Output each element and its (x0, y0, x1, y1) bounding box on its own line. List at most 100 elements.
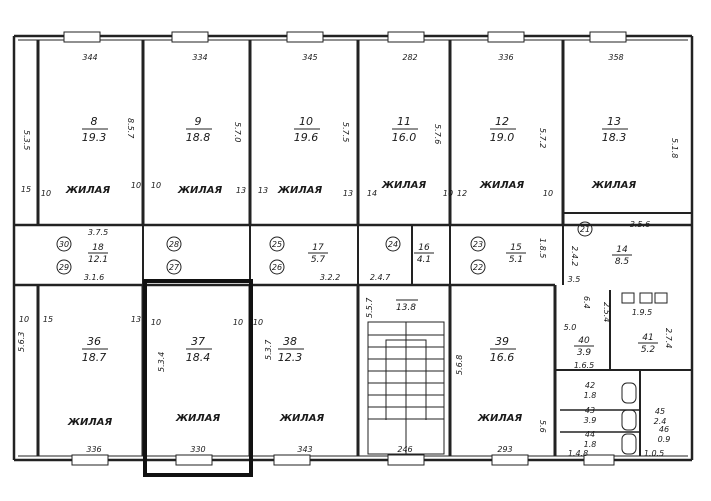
misc-dim-1: 6.4 (582, 296, 591, 309)
wall-mark: 10 (19, 315, 29, 324)
room-11-area: 16.0 (392, 131, 417, 144)
room-10-area: 19.6 (294, 131, 319, 144)
room-12-side: 5.7.2 (538, 128, 547, 148)
room-36-word: ЖИЛАЯ (67, 417, 113, 428)
room-45-num: 45 (655, 407, 665, 416)
room-37-num: 37 (191, 335, 205, 348)
room-44-num: 44 (585, 430, 595, 439)
circle-28: 28 (169, 240, 179, 249)
room-13-area: 18.3 (602, 131, 627, 144)
highlighted-room[interactable] (143, 279, 253, 477)
circle-26: 26 (272, 263, 282, 272)
room-41-side: 2.7.4 (664, 328, 673, 348)
room-11-word: ЖИЛАЯ (381, 180, 427, 191)
room-18-bottom: 3.1.6 (84, 273, 104, 282)
outer-walls (12, 34, 694, 462)
room-11-dim: 282 (402, 53, 417, 62)
wall-mark: 15 (43, 315, 53, 324)
stair-side: 5.5.7 (365, 297, 374, 318)
room-12-word: ЖИЛАЯ (479, 180, 525, 191)
room-37-dim: 330 (190, 445, 205, 454)
room-17-area: 5.7 (311, 255, 326, 265)
room-18-top: 3.7.5 (88, 228, 108, 237)
room-11-num: 11 (397, 115, 411, 128)
room-15-num: 15 (510, 243, 522, 253)
wall-mark: 14 (367, 189, 377, 198)
room-38-dim: 343 (297, 445, 312, 454)
room-36-dim: 336 (86, 445, 101, 454)
room-38-side: 5.3.7 (264, 339, 273, 360)
room-18-num: 18 (92, 243, 104, 253)
room-43-num: 43 (585, 406, 595, 415)
room-13-num: 13 (607, 115, 621, 128)
misc-dim-5: 1.0.5 (644, 449, 664, 458)
wall-mark: 13 (131, 315, 141, 324)
wall-mark: 10 (443, 189, 453, 198)
circle-27: 27 (169, 263, 180, 272)
circle-24: 24 (388, 240, 398, 249)
room-8-area: 19.3 (82, 131, 107, 144)
stair-dim: 246 (397, 445, 412, 454)
room-12-dim: 336 (498, 53, 513, 62)
room-41-area: 5.2 (641, 345, 656, 355)
circle-22: 22 (473, 263, 483, 272)
room-14-top: 3.5.6 (630, 220, 650, 229)
interior-walls (14, 40, 692, 456)
room-40-dim: 2.5.4 (602, 302, 611, 322)
room-12-num: 12 (495, 115, 509, 128)
room-14-side: 2.4.2 (570, 246, 579, 266)
room-18-area: 12.1 (88, 255, 108, 265)
room-8-side: 8.5.7 (126, 118, 135, 139)
small-rooms: 40 3.9 1.6.5 2.5.4 1.9.5 41 5.2 2.7.4 42… (574, 302, 673, 449)
room-10-side: 5.7.5 (341, 122, 350, 142)
wall-mark: 12 (457, 189, 467, 198)
bottom-rooms: 36 18.7 ЖИЛАЯ 336 5.6.3 37 18.4 ЖИЛАЯ 33… (17, 297, 522, 454)
wall-mark: 10 (151, 181, 161, 190)
room-41-top: 1.9.5 (632, 308, 652, 317)
wall-mark: 13 (343, 189, 353, 198)
room-15-side: 1.8.5 (538, 238, 547, 258)
room-11-side: 5.7.6 (433, 124, 442, 144)
room-16-bottom: 2.4.7 (370, 273, 391, 282)
room-37-area: 18.4 (186, 351, 211, 364)
room-40-num: 40 (578, 336, 590, 346)
room-16-area: 4.1 (417, 255, 431, 265)
room-38-num: 38 (283, 335, 297, 348)
room-10-word: ЖИЛАЯ (277, 185, 323, 196)
room-42-area: 1.8 (584, 391, 597, 400)
circle-21: 21 (580, 225, 590, 234)
room-13-side: 5.1.8 (670, 138, 679, 158)
room-40-area: 3.9 (577, 348, 592, 358)
room-13-dim: 358 (608, 53, 623, 62)
room-15-area: 5.1 (509, 255, 523, 265)
room-17-num: 17 (312, 243, 324, 253)
room-8-dim: 344 (82, 53, 97, 62)
room-39-dim: 293 (497, 445, 512, 454)
top-rooms: 344 8 19.3 ЖИЛАЯ 334 9 18.8 ЖИЛАЯ 345 10… (65, 53, 637, 196)
room-16-num: 16 (418, 243, 430, 253)
room-14-num: 14 (616, 245, 628, 255)
room-9-side: 5.7.0 (233, 122, 242, 142)
room-36-area: 18.7 (82, 351, 107, 364)
wc-fixtures (621, 292, 668, 455)
left-edge-dim: 5.3.5 (22, 130, 31, 150)
room-14-area: 8.5 (615, 257, 630, 267)
room-45-area: 2.4 (654, 417, 667, 426)
windows-top (63, 31, 627, 43)
room-46-num: 46 (659, 425, 669, 434)
wall-mark: 10 (151, 318, 161, 327)
corridor-labels: 3.7.5 18 12.1 3.1.6 17 5.7 3.2.2 16 4.1 … (84, 220, 650, 282)
wall-mark: 10 (233, 318, 243, 327)
room-37-side: 5.3.4 (157, 352, 166, 372)
room-42-num: 42 (585, 381, 595, 390)
room-46-area: 0.9 (658, 435, 671, 444)
room-39-word: ЖИЛАЯ (477, 413, 523, 424)
circle-29: 29 (59, 263, 69, 272)
wall-mark: 10 (41, 189, 51, 198)
room-44-area: 1.8 (584, 440, 597, 449)
room-8-word: ЖИЛАЯ (65, 185, 111, 196)
room-9-dim: 334 (192, 53, 207, 62)
wall-mark: 10 (253, 318, 263, 327)
room-38-word: ЖИЛАЯ (279, 413, 325, 424)
